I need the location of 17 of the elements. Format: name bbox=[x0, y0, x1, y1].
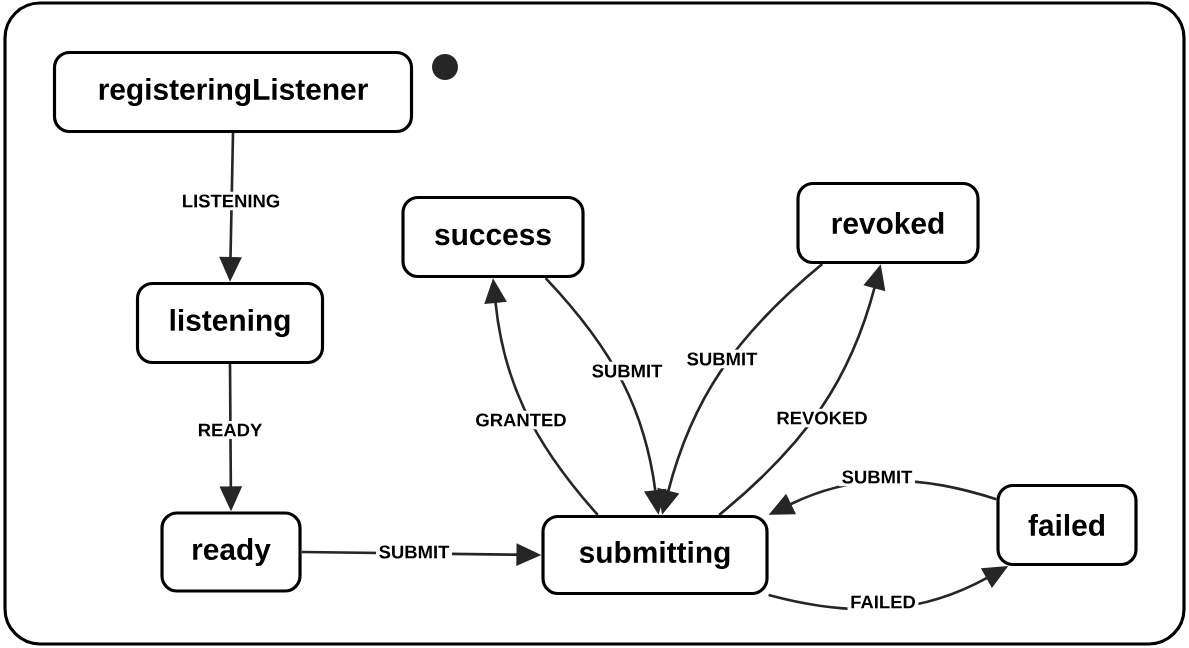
edge-label: SUBMIT bbox=[839, 467, 915, 487]
edge-label: FAILED bbox=[847, 593, 919, 611]
state-box: revoked bbox=[796, 181, 980, 265]
state-box: failed bbox=[996, 483, 1138, 567]
state-box: listening bbox=[135, 281, 325, 365]
edge-label: LISTENING bbox=[179, 191, 283, 211]
edge-label: SUBMIT bbox=[376, 542, 452, 562]
state-box: ready bbox=[160, 511, 302, 593]
state-box: registeringListener bbox=[52, 50, 414, 134]
state-box: success bbox=[401, 195, 585, 279]
edge-label: READY bbox=[195, 421, 265, 439]
edge-label: REVOKED bbox=[773, 408, 871, 428]
initial-dot bbox=[432, 54, 458, 80]
state-box: submitting bbox=[541, 514, 769, 596]
edge-label: SUBMIT bbox=[589, 361, 665, 381]
edge-label: GRANTED bbox=[472, 410, 570, 430]
edge-label: SUBMIT bbox=[684, 349, 760, 369]
